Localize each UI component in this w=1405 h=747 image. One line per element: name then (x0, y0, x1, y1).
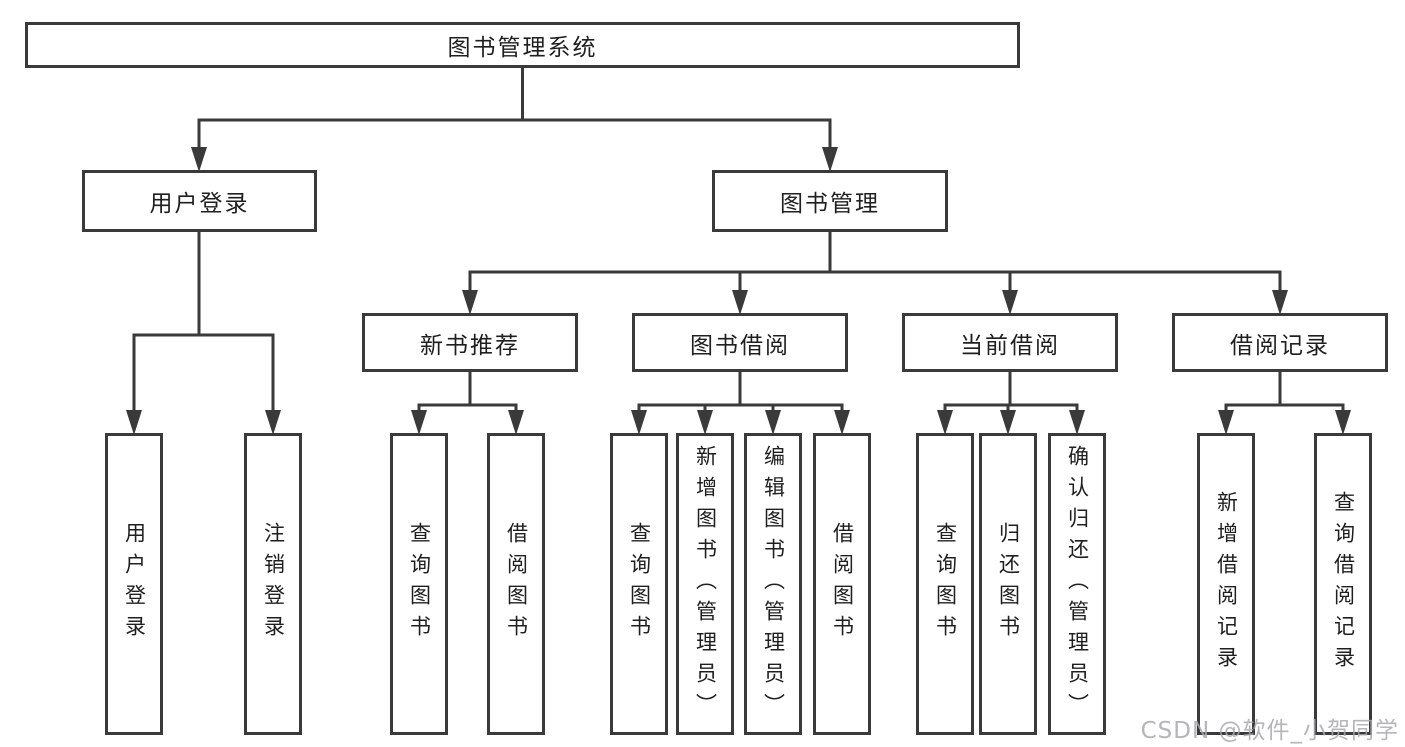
node-current-borrowing: 当前借阅 (902, 313, 1118, 372)
leaf-add-borrow-record: 新增借阅记录 (1197, 433, 1255, 735)
leaf-return-book: 归还图书 (979, 433, 1037, 735)
leaf-borrow-books: 借阅图书 (813, 433, 871, 735)
leaf-borrow-books-recommend: 借阅图书 (487, 433, 545, 735)
leaf-query-borrow-record: 查询借阅记录 (1314, 433, 1372, 735)
leaf-add-book-admin: 新增图书（管理员） (676, 433, 734, 735)
node-user-login: 用户登录 (82, 170, 317, 232)
leaf-user-login: 用户登录 (105, 433, 163, 735)
leaf-logout: 注销登录 (244, 433, 302, 735)
leaf-query-books-recommend: 查询图书 (390, 433, 448, 735)
node-book-management: 图书管理 (712, 170, 948, 232)
leaf-confirm-return-admin: 确认归还（管理员） (1048, 433, 1106, 735)
node-library-management-system: 图书管理系统 (25, 22, 1020, 68)
node-book-borrowing: 图书借阅 (632, 313, 848, 372)
leaf-edit-book-admin: 编辑图书（管理员） (744, 433, 802, 735)
node-new-book-recommend: 新书推荐 (362, 313, 578, 372)
node-borrowing-records: 借阅记录 (1172, 313, 1388, 372)
leaf-query-books-current: 查询图书 (916, 433, 974, 735)
csdn-watermark: CSDN @软件_小贺同学 (1140, 718, 1399, 744)
leaf-query-books-borrow: 查询图书 (610, 433, 668, 735)
